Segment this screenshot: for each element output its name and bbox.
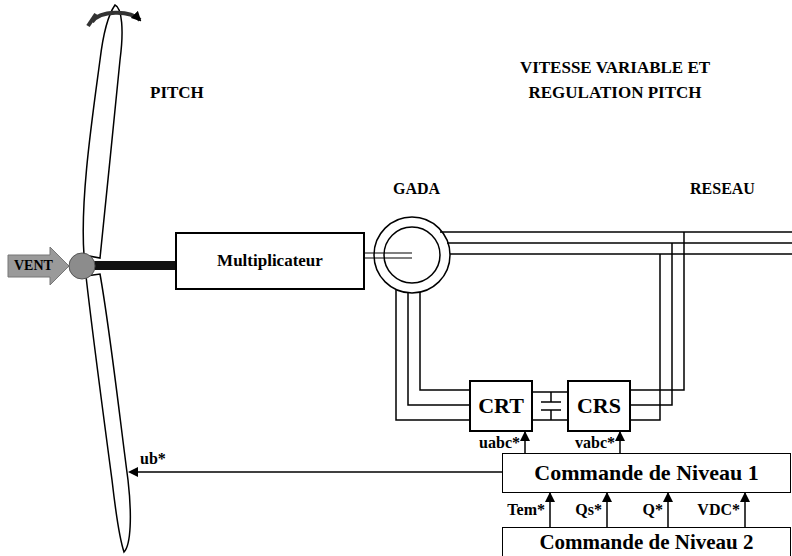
blade <box>86 274 130 552</box>
pitch-command-line <box>130 471 502 473</box>
control-box: Commande de Niveau 2 <box>502 527 791 556</box>
node-text: CRT <box>478 393 524 418</box>
signal-arrow <box>744 493 746 527</box>
diagram-title: VITESSE VARIABLE ET REGULATION PITCH <box>495 55 735 105</box>
signal-label: ub* <box>140 450 166 468</box>
gearbox-box: Multiplicateur <box>175 232 365 290</box>
node-text: CRS <box>577 393 621 418</box>
signal-arrow <box>619 432 621 453</box>
generator-rotor <box>384 227 440 283</box>
node-text: Commande de Niveau 1 <box>534 460 758 485</box>
shaft-line <box>365 252 412 253</box>
converter-box: CRS <box>567 380 631 432</box>
dc-link <box>533 392 568 420</box>
signal-label: Tem* <box>507 501 545 519</box>
shaft <box>90 261 176 270</box>
converter-box: CRT <box>469 380 533 432</box>
wind-label: VENT <box>14 258 53 273</box>
signal-arrow <box>524 432 526 453</box>
node-text: Multiplicateur <box>217 251 323 271</box>
signal-arrow <box>606 493 608 527</box>
wind-arrow <box>8 247 69 285</box>
control-box: Commande de Niveau 1 <box>502 453 791 493</box>
signal-arrow <box>549 493 551 527</box>
signal-label: uabc* <box>479 434 520 452</box>
pitch-rotation-arrow <box>88 14 96 26</box>
component-label: GADA <box>393 180 440 198</box>
pitch-rotation-arrow <box>92 13 140 22</box>
blade <box>83 5 122 258</box>
signal-label: Qs* <box>575 501 602 519</box>
generator-stator <box>374 217 450 293</box>
component-label: RESEAU <box>690 180 755 198</box>
shaft-line <box>365 257 412 258</box>
signal-label: VDC* <box>697 501 740 519</box>
signal-arrow <box>667 493 669 527</box>
signal-label: vabc* <box>575 434 615 452</box>
signal-label: Q* <box>643 501 663 519</box>
hub <box>69 253 95 279</box>
rotor-wires <box>396 290 470 420</box>
node-text: Commande de Niveau 2 <box>539 530 753 554</box>
component-label: PITCH <box>150 84 204 103</box>
